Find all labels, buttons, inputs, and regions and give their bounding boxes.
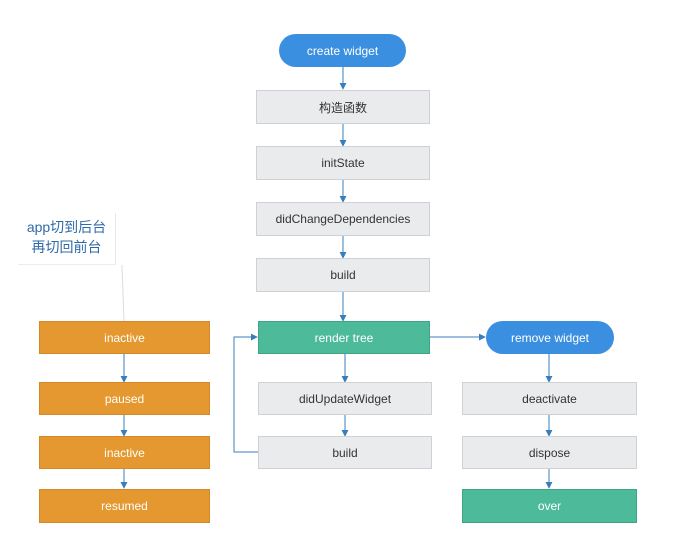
resumed-node: resumed [39,489,210,523]
rebuild-node: build [258,436,432,469]
initstate-node: initState [256,146,430,180]
build-node: build [256,258,430,292]
over-node: over [462,489,637,523]
note-line-2: 再切回前台 [31,239,102,255]
render-tree-node: render tree [258,321,430,354]
remove-widget-node: remove widget [486,321,614,354]
inactive-node-2: inactive [39,436,210,469]
create-widget-node: create widget [279,34,406,67]
inactive-node-1: inactive [39,321,210,354]
deactivate-node: deactivate [462,382,637,415]
arrow-rebuild-loop [233,333,258,453]
dispose-node: dispose [462,436,637,469]
constructor-node: 构造函数 [256,90,430,124]
didupdatewidget-node: didUpdateWidget [258,382,432,415]
note-line-1: app切到后台 [26,219,107,235]
paused-node: paused [39,382,210,415]
background-foreground-note: app切到后台 再切回前台 [18,213,116,265]
didchangedependencies-node: didChangeDependencies [256,202,430,236]
note-connector [121,264,125,322]
